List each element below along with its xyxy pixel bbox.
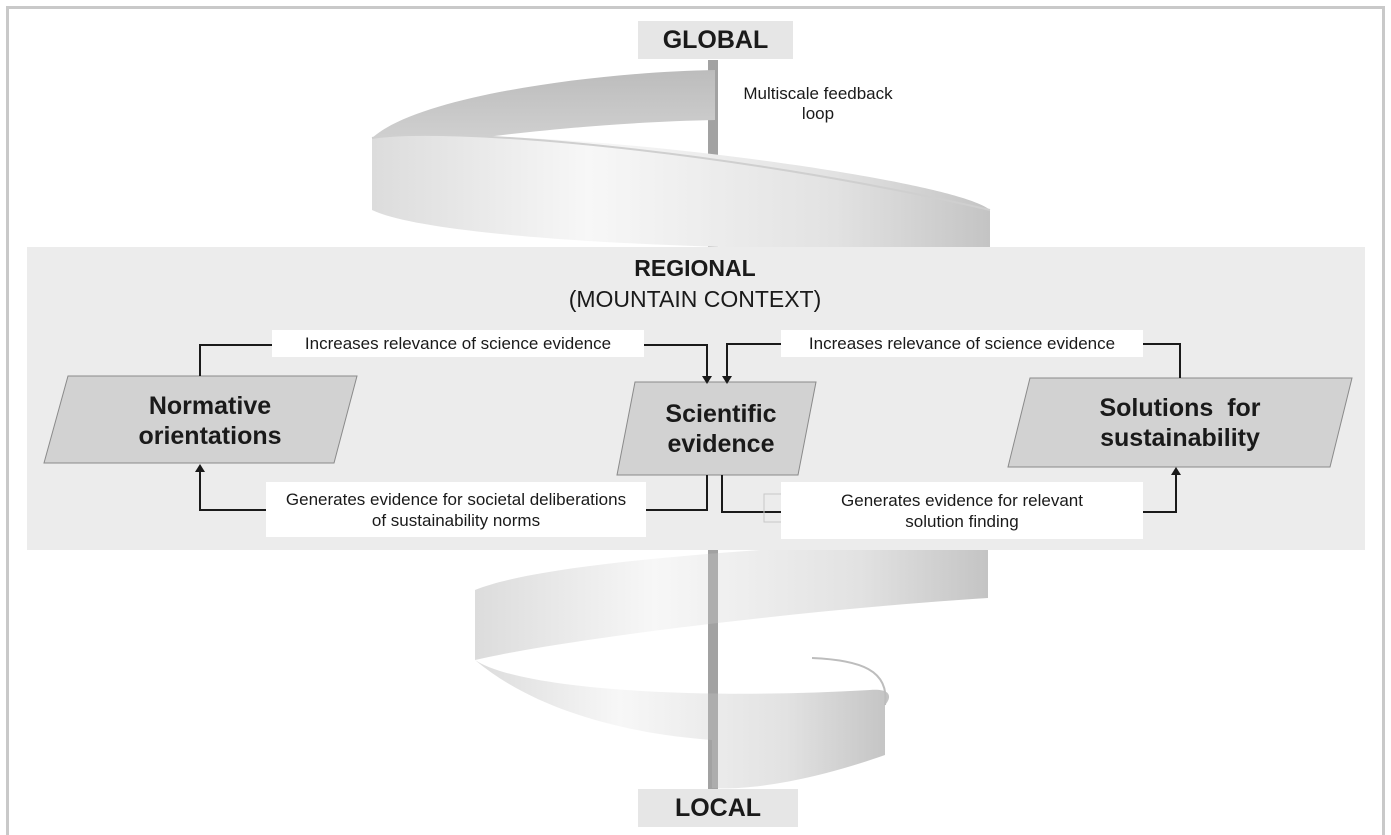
node-normative-shape — [43, 375, 358, 464]
node-solutions: Solutions for sustainability — [1040, 392, 1320, 454]
link-bottom-left-line2: of sustainability norms — [371, 510, 541, 530]
upper-spiral-ribbon — [371, 70, 991, 251]
ribbon-upper-turn — [475, 550, 988, 660]
figure-frame — [6, 6, 1385, 835]
region-title: REGIONAL — [634, 255, 756, 281]
region-subtitle: (MOUNTAIN CONTEXT) — [568, 286, 822, 312]
arrowhead-bottom-left — [195, 464, 205, 472]
link-bottom-left-line1: Generates evidence for societal delibera… — [285, 489, 627, 509]
node-scientific-line2: evidence — [667, 430, 775, 458]
link-label-bottom-right: Generates evidence for relevant solution… — [781, 482, 1143, 539]
node-solutions-line2: sustainability — [1100, 424, 1260, 452]
node-scientific: Scientific evidence — [636, 398, 806, 460]
feedback-loop-line1: Multiscale feedback — [743, 84, 893, 103]
link-top-left-text: Increases relevance of science evidence — [304, 334, 612, 353]
node-normative-line2: orientations — [138, 422, 282, 450]
node-scientific-line1: Scientific — [665, 400, 777, 428]
feedback-loop-line2: loop — [801, 104, 835, 123]
node-normative: Normative orientations — [80, 390, 340, 452]
node-scientific-shape — [616, 381, 817, 476]
lower-spiral-ribbon — [475, 550, 988, 790]
feedback-loop-label: Multiscale feedback loop — [733, 84, 903, 124]
ribbon-edge — [371, 133, 991, 211]
link-bottom-right-line2: solution finding — [905, 511, 1019, 531]
arrowheads — [195, 376, 1181, 475]
ribbon-tail — [811, 657, 887, 706]
node-solutions-line1: Solutions for — [1099, 394, 1261, 422]
link-label-top-left: Increases relevance of science evidence — [272, 330, 644, 357]
node-normative-line1: Normative — [148, 392, 272, 420]
arrowhead-top-right — [722, 376, 732, 384]
link-top-right-text: Increases relevance of science evidence — [808, 334, 1116, 353]
ribbon-lower-turn — [475, 660, 890, 789]
link-label-top-right: Increases relevance of science evidence — [781, 330, 1143, 357]
scale-label-global: GLOBAL — [638, 21, 793, 59]
arrowhead-top-left — [702, 376, 712, 384]
scale-label-local: LOCAL — [638, 789, 798, 827]
link-bottom-right-line1: Generates evidence for relevant — [841, 490, 1083, 510]
link-label-bottom-left: Generates evidence for societal delibera… — [266, 482, 646, 537]
scale-axis-lower — [708, 550, 718, 790]
ribbon-front-face — [372, 135, 990, 251]
node-solutions-shape — [1007, 377, 1353, 468]
arrowhead-bottom-right — [1171, 467, 1181, 475]
